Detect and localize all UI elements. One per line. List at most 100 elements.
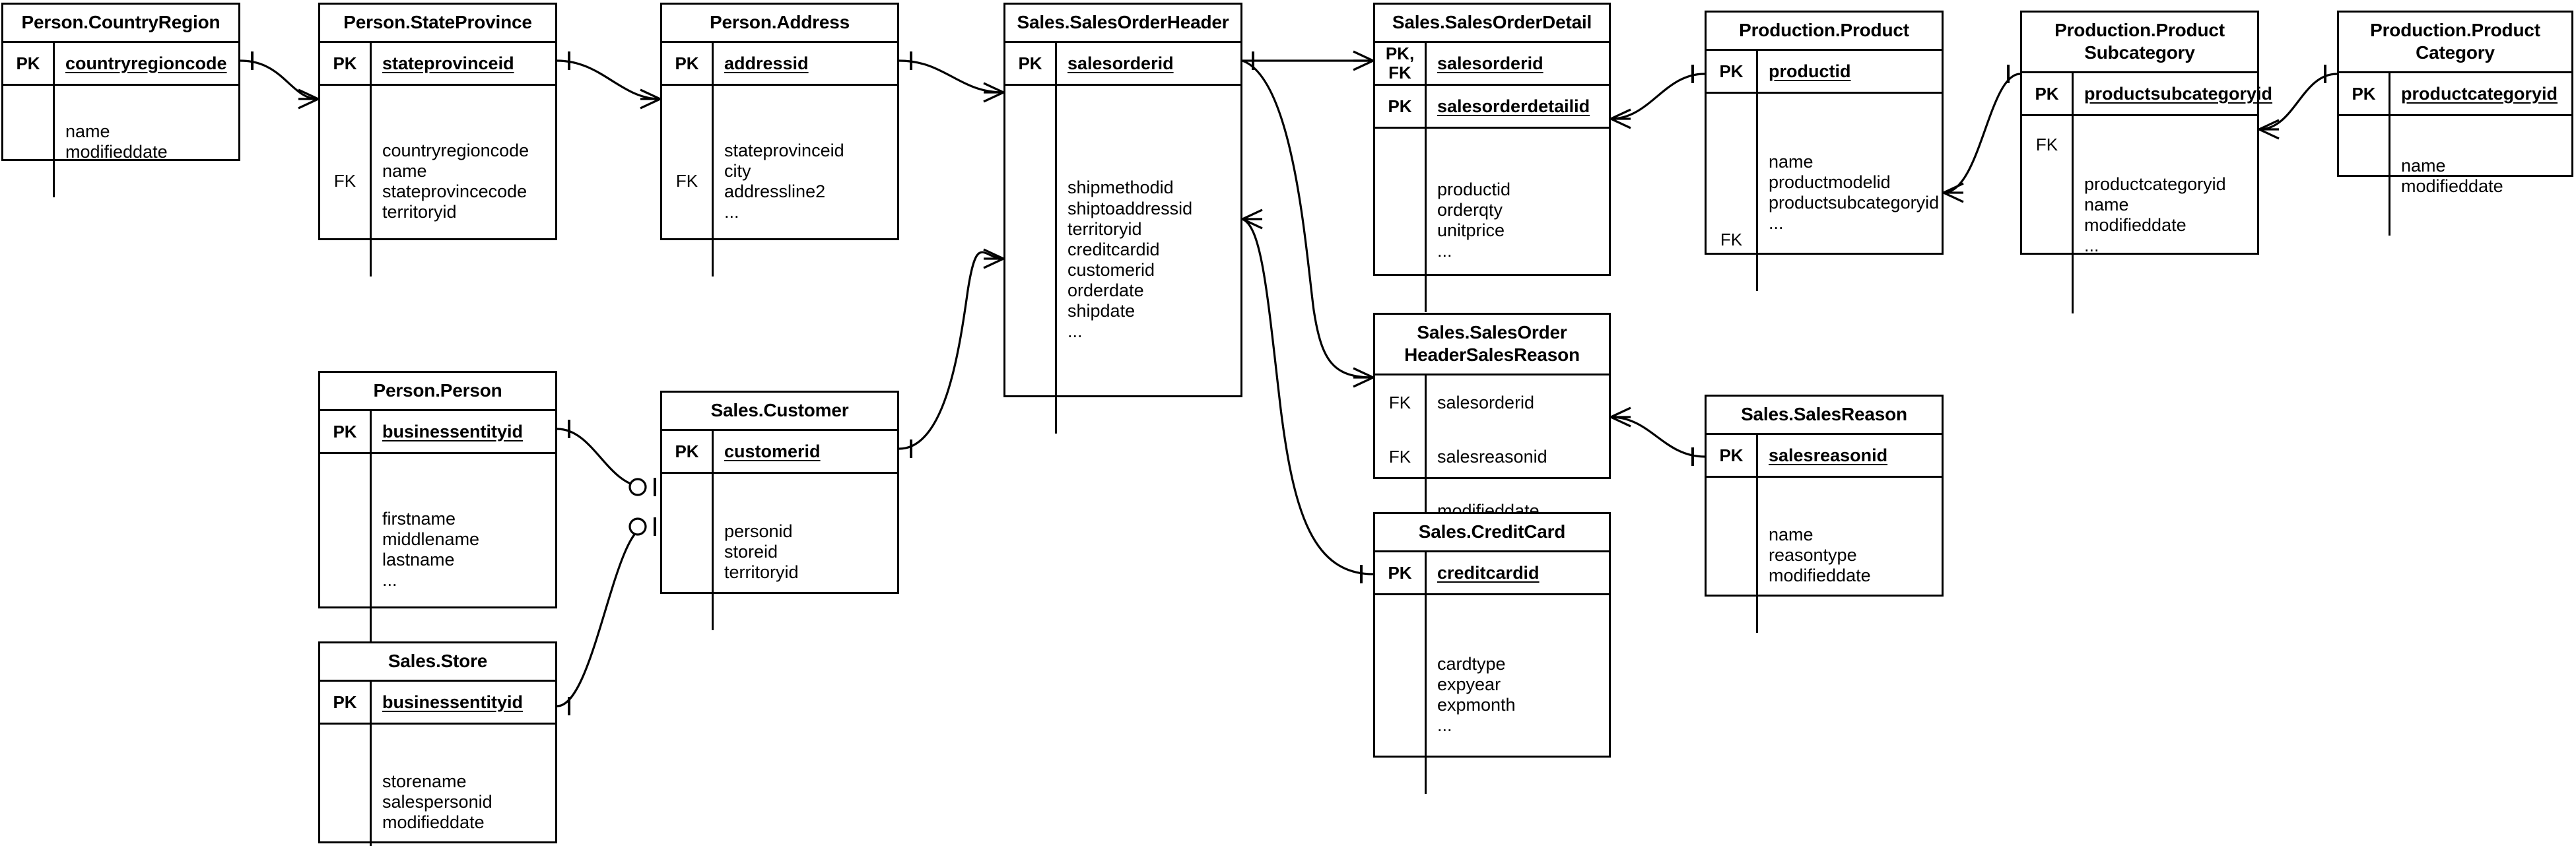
key-marker: PK <box>662 43 714 84</box>
attribute-name: shipmethodid <box>1068 178 1174 198</box>
entity-title: Person.CountryRegion <box>3 5 238 44</box>
key-marker <box>1375 129 1427 313</box>
attribute-name: productsubcategoryid <box>2084 83 2273 104</box>
rel-salesorderheader-salesreasonlink <box>1242 59 1374 388</box>
key-marker: PK <box>1375 552 1427 594</box>
attribute-name: unitprice <box>1437 220 1505 241</box>
attribute-name: ... <box>382 569 397 590</box>
attribute-name: creditcardid <box>1437 562 1540 583</box>
attribute-name: stateprovinceid <box>724 140 844 160</box>
key-marker: PK <box>1707 435 1758 476</box>
attribute-name: modifieddate <box>1769 566 1871 586</box>
attribute-name: shiptoaddressid <box>1068 198 1193 218</box>
attribute-name: productcategoryid <box>2401 83 2558 104</box>
rel-customer-salesorderheader <box>898 248 1004 458</box>
rel-salesreasonlink-salesreason <box>1610 407 1705 466</box>
key-marker <box>662 474 714 631</box>
entity-title: Sales.CreditCard <box>1375 514 1609 553</box>
entity-title: Sales.Customer <box>662 393 897 432</box>
key-marker: FK <box>2022 116 2074 314</box>
rel-store-customer <box>557 517 656 715</box>
attribute-name: salespersonid <box>382 792 492 812</box>
entity-title: Production.Product Subcategory <box>2022 13 2257 74</box>
attribute-name: salesreasonid <box>1437 446 1547 467</box>
entity-title: Sales.Store <box>320 643 555 682</box>
attribute-name: territoryid <box>382 201 457 222</box>
key-marker <box>320 725 372 846</box>
entity-title: Person.Person <box>320 373 555 412</box>
attribute-name: salesorderid <box>1437 392 1535 412</box>
attribute-name: countryregioncode <box>382 140 529 160</box>
key-marker: PK <box>320 411 372 453</box>
key-marker <box>3 86 55 198</box>
key-marker: PK <box>1375 86 1427 127</box>
entity-title: Person.Address <box>662 5 897 44</box>
attribute-name: name <box>1769 525 1813 545</box>
entity-title: Sales.SalesOrderHeader <box>1005 5 1240 44</box>
attribute-row: PK creditcardid <box>1375 552 1609 596</box>
attribute-name: salesreasonid <box>1769 445 1888 465</box>
attribute-name: productcategoryid <box>2084 174 2226 194</box>
attribute-name: creditcardid <box>1068 239 1160 259</box>
attribute-name: salesorderid <box>1068 53 1174 73</box>
attribute-name: productid <box>1437 179 1511 200</box>
attribute-name: cardtype <box>1437 653 1506 674</box>
entity-title: Sales.SalesOrder HeaderSalesReason <box>1375 315 1609 376</box>
entity-title: Sales.SalesReason <box>1707 397 1942 436</box>
attribute-name: salesorderid <box>1437 53 1543 73</box>
rel-countryregion-stateprovince <box>240 51 319 110</box>
entity-title: Production.Product Category <box>2339 13 2571 74</box>
attribute-name: ... <box>724 201 739 222</box>
rel-address-salesorderheader <box>898 51 1004 103</box>
key-marker <box>1375 484 1427 538</box>
attribute-name: storeid <box>724 542 778 562</box>
attribute-name: businessentityid <box>382 692 524 712</box>
attribute-name: productid <box>1769 61 1851 81</box>
entity-title: Sales.SalesOrderDetail <box>1375 5 1609 44</box>
key-marker: FK <box>1707 94 1758 292</box>
attribute-name: stateprovincecode <box>382 181 527 201</box>
